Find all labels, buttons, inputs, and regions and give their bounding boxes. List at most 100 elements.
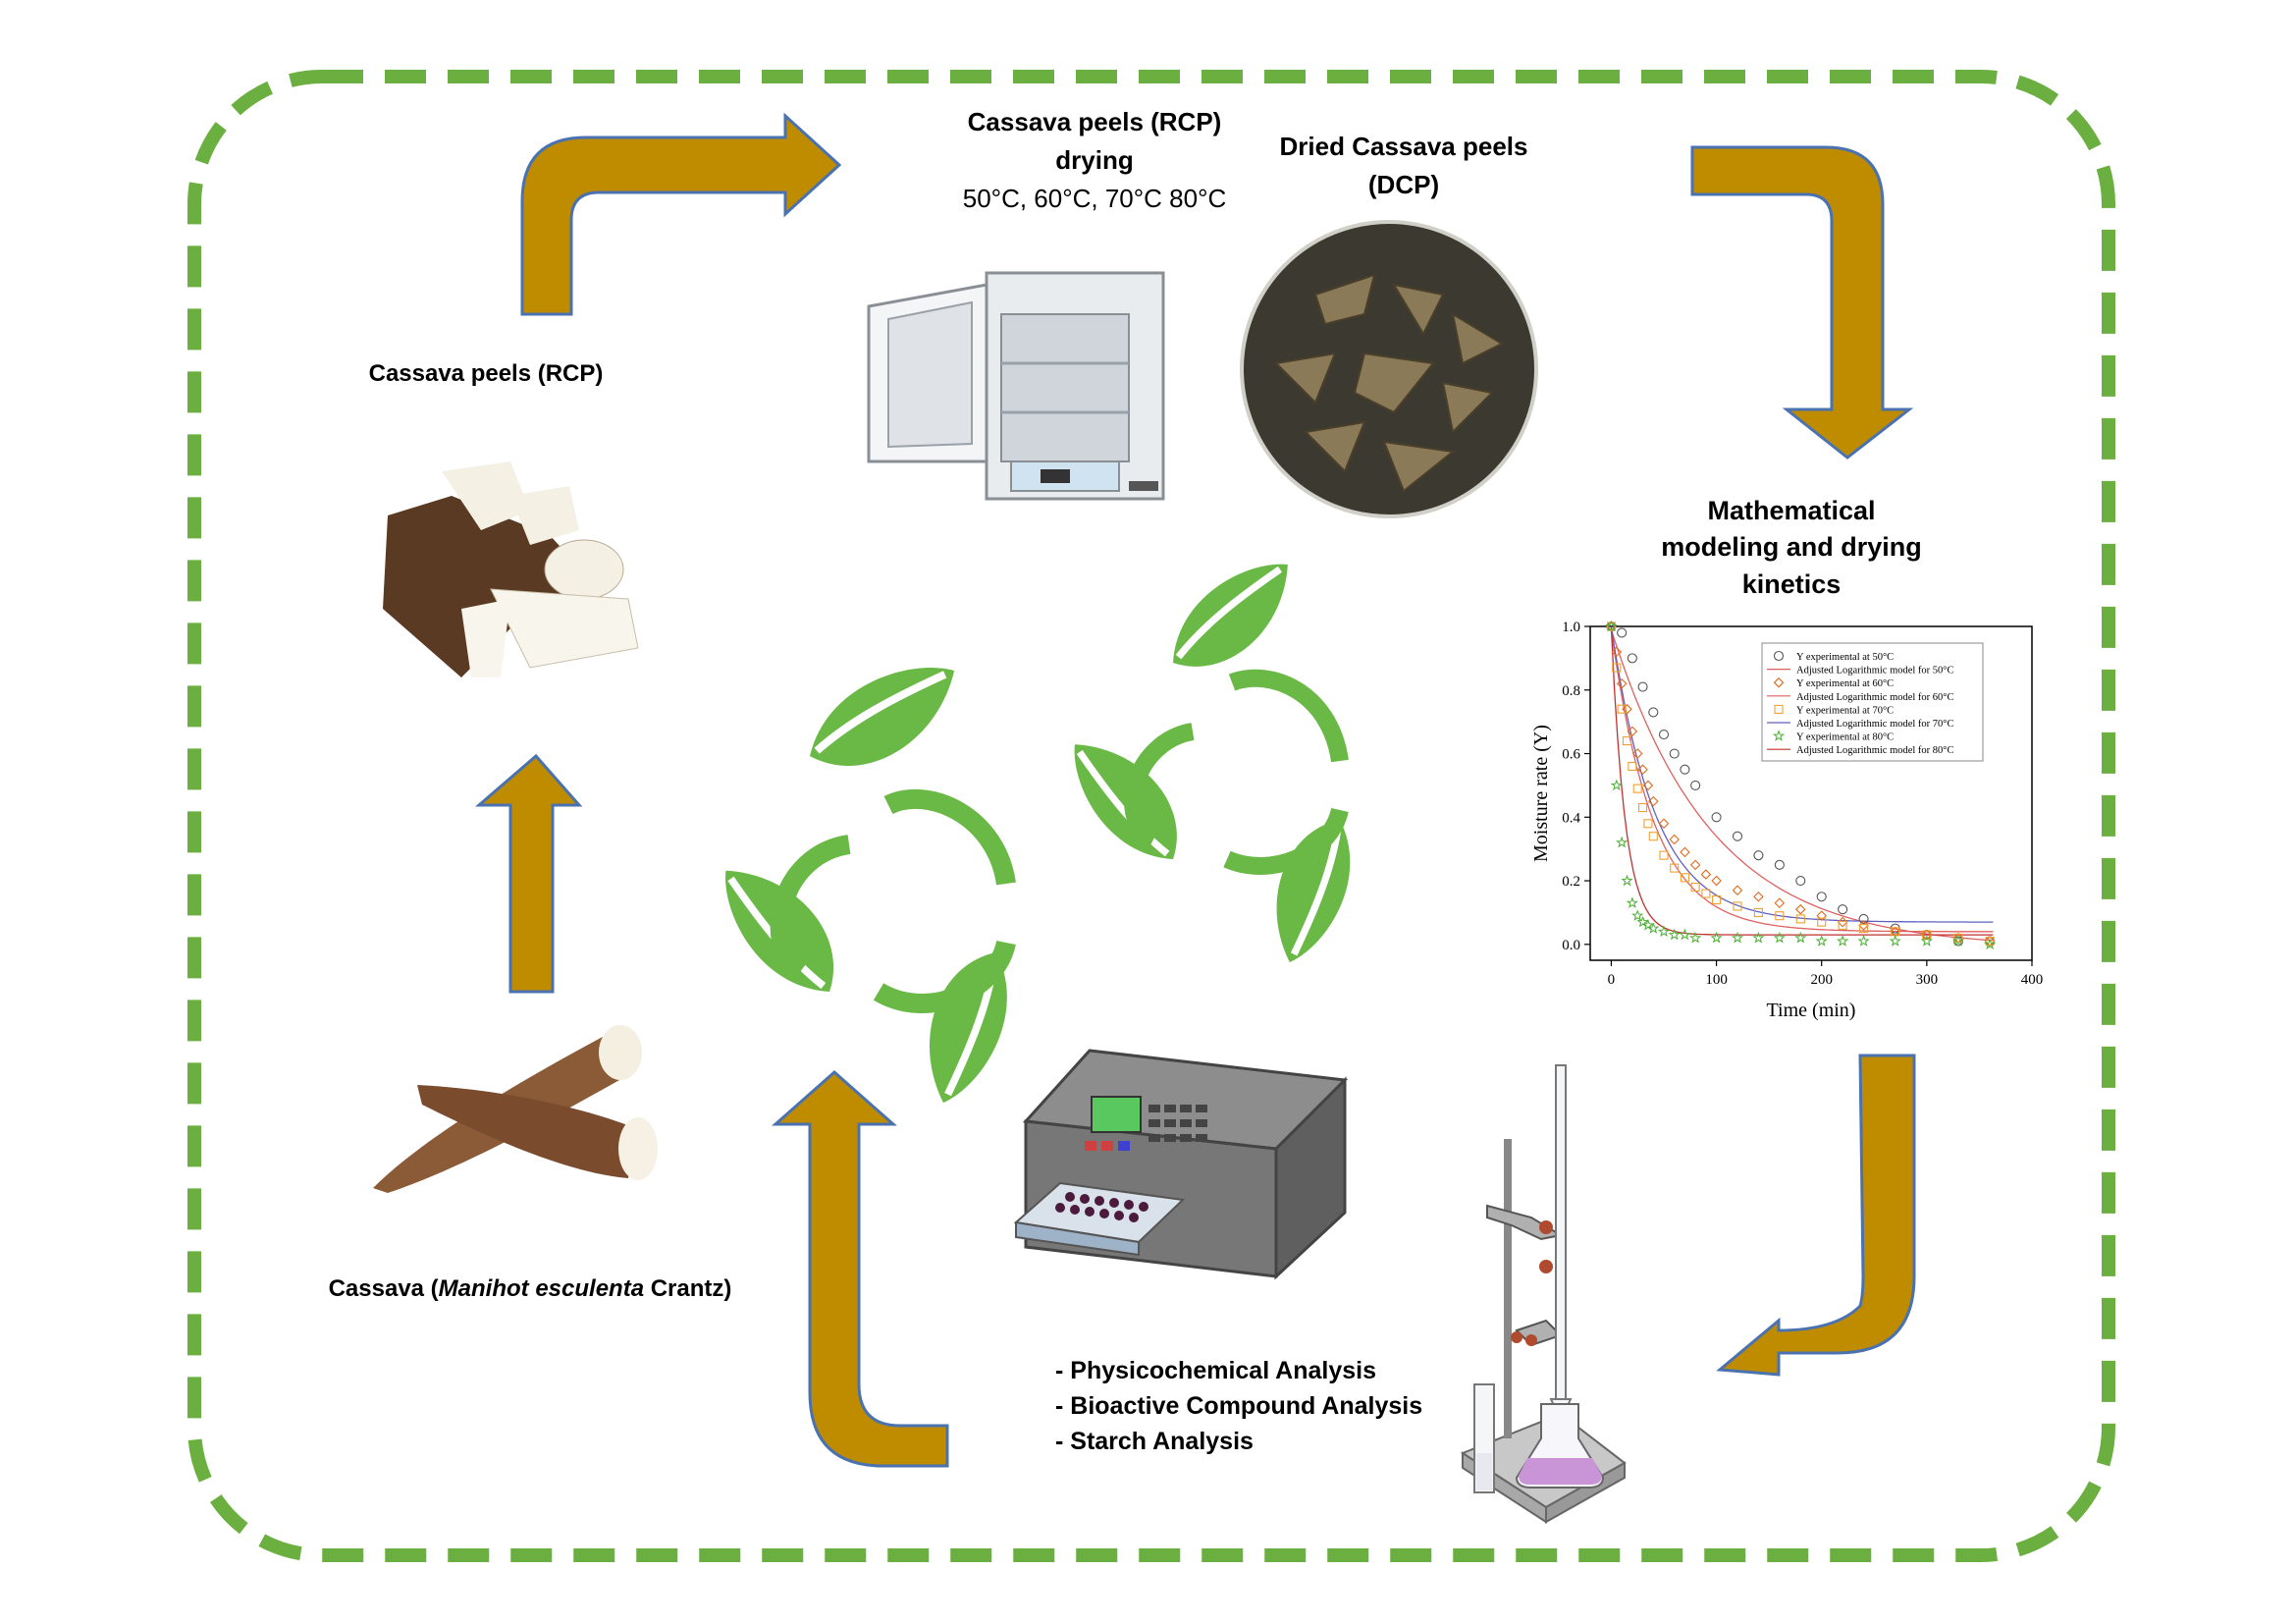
data-point — [1795, 903, 1806, 915]
data-point — [1753, 850, 1764, 861]
data-point — [1953, 933, 1963, 943]
data-point — [1642, 780, 1654, 791]
legend-label: Adjusted Logarithmic model for 80°C — [1796, 745, 1954, 756]
x-tick-label: 400 — [2021, 972, 2044, 988]
data-point — [1612, 663, 1622, 673]
y-tick-label: 0.2 — [1562, 874, 1580, 890]
analysis-item: - Starch Analysis — [1055, 1428, 1254, 1455]
data-point — [1679, 928, 1691, 941]
data-point — [1774, 704, 1784, 714]
oven-icon — [867, 271, 1165, 501]
data-point — [1659, 850, 1669, 860]
x-tick-label: 0 — [1608, 972, 1616, 988]
data-point — [1889, 935, 1901, 947]
data-point — [1710, 931, 1723, 944]
data-point — [1775, 911, 1785, 921]
data-point — [1611, 646, 1623, 658]
titration-setup-icon — [1460, 1064, 1627, 1524]
data-point — [1622, 736, 1632, 746]
data-point — [1680, 846, 1690, 858]
arrow-right-to-drying — [520, 112, 842, 316]
y-axis-label: Moisture rate (Y) — [1530, 725, 1552, 862]
data-point — [1858, 920, 1869, 931]
data-point — [1610, 779, 1623, 791]
data-point — [1668, 928, 1681, 941]
data-point — [1631, 909, 1644, 921]
data-point — [1753, 891, 1764, 902]
data-point — [1985, 937, 1995, 947]
data-point — [1817, 917, 1827, 927]
data-point — [1837, 935, 1849, 947]
legend-label: Adjusted Logarithmic model for 50°C — [1796, 666, 1954, 677]
data-point — [1731, 931, 1744, 944]
legend-label: Y experimental at 80°C — [1796, 732, 1894, 743]
data-point — [1857, 935, 1870, 947]
data-point — [1631, 748, 1643, 759]
legend-label: Y experimental at 50°C — [1796, 652, 1894, 663]
y-tick-label: 0.4 — [1562, 810, 1580, 826]
data-point — [1837, 916, 1848, 928]
data-point — [1648, 832, 1658, 841]
data-point — [1795, 914, 1805, 924]
data-point — [1772, 730, 1786, 741]
arrow-down-to-modeling — [1690, 145, 1914, 460]
data-point — [1617, 627, 1628, 638]
data-point — [1690, 780, 1701, 790]
data-point — [1680, 764, 1690, 775]
legend-label: Adjusted Logarithmic model for 70°C — [1796, 719, 1954, 730]
data-point — [1858, 913, 1869, 924]
dried-peels-dish-icon — [1240, 220, 1538, 518]
data-point — [1774, 859, 1785, 870]
data-point — [1636, 915, 1649, 928]
recycle-leaves-icon — [718, 662, 1045, 1108]
microplate-reader-icon — [1013, 1049, 1349, 1280]
data-point — [1616, 678, 1628, 689]
data-point — [1615, 836, 1629, 848]
data-point — [1859, 924, 1869, 934]
data-point — [1838, 920, 1847, 930]
cassava-label: Cassava (Manihot esculenta Crantz) — [328, 1275, 732, 1302]
data-point — [1689, 859, 1701, 871]
data-point — [1922, 930, 1932, 940]
data-point — [1773, 677, 1785, 688]
analysis-item: - Physicochemical Analysis — [1055, 1357, 1377, 1384]
data-point — [1658, 818, 1670, 830]
data-point — [1643, 819, 1653, 829]
data-point — [1669, 748, 1680, 759]
data-point — [1701, 889, 1711, 898]
data-point — [1816, 910, 1827, 921]
data-point — [1627, 653, 1637, 664]
data-point — [1621, 874, 1633, 887]
recycle-leaves-icon — [1067, 557, 1386, 967]
legend-label: Y experimental at 70°C — [1796, 705, 1894, 716]
data-point — [1815, 935, 1828, 947]
model-curve — [1610, 625, 1994, 923]
data-point — [1622, 703, 1632, 715]
arrow-up-to-peels — [474, 753, 583, 994]
y-tick-label: 0.0 — [1562, 938, 1580, 953]
x-axis-label: Time (min) — [1767, 1000, 1856, 1021]
data-point — [1773, 650, 1785, 662]
arrow-up-from-analysis — [772, 1069, 949, 1468]
data-point — [1690, 882, 1700, 893]
data-point — [1838, 904, 1848, 915]
x-tick-label: 100 — [1705, 972, 1728, 988]
data-point — [1648, 707, 1659, 718]
data-point — [1712, 894, 1722, 905]
legend-label: Adjusted Logarithmic model for 60°C — [1796, 692, 1954, 703]
x-tick-label: 300 — [1916, 972, 1939, 988]
data-point — [1795, 875, 1806, 887]
data-point — [1626, 896, 1639, 908]
data-point — [1680, 873, 1689, 883]
data-point — [1658, 730, 1670, 740]
data-point — [1732, 885, 1743, 896]
data-point — [1920, 935, 1933, 947]
data-point — [1641, 918, 1654, 931]
data-point — [1794, 931, 1807, 944]
data-point — [1638, 803, 1648, 813]
peeled-cassava-icon — [383, 461, 639, 677]
dashed-border — [187, 70, 2115, 1562]
data-point — [1816, 892, 1827, 902]
